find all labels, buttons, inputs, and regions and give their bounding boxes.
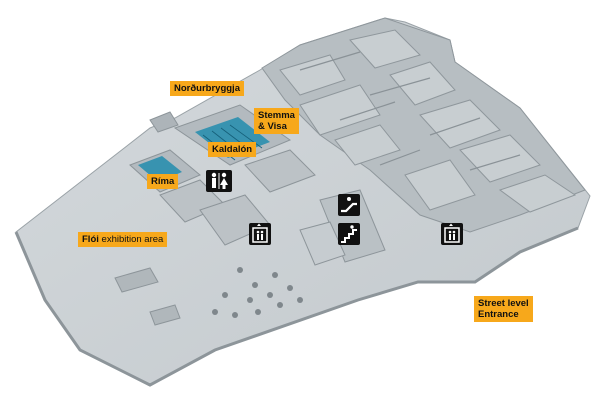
- label-kaldalon: Kaldalón: [208, 142, 257, 157]
- office-wing: [261, 17, 586, 233]
- foyer-tables: [212, 267, 303, 318]
- restroom-icon: [206, 170, 232, 192]
- label-street-line1: Street level: [478, 298, 529, 309]
- label-floi: Flói exhibition area: [78, 232, 168, 247]
- escalator-icon: [338, 194, 360, 216]
- label-stemma-line1: Stemma: [258, 110, 295, 121]
- label-stemma-line2: & Visa: [258, 121, 287, 132]
- label-kaldalon-text: Kaldalón: [212, 144, 253, 155]
- elevator-icon-right: [441, 223, 463, 245]
- label-street-entrance: Street level Entrance: [474, 296, 533, 322]
- label-rima-text: Ríma: [151, 176, 175, 187]
- label-floi-name: Flói: [82, 234, 99, 245]
- label-nordurbryggja-text: Norðurbryggja: [174, 83, 240, 94]
- label-nordurbryggja: Norðurbryggja: [170, 81, 244, 96]
- label-street-line2: Entrance: [478, 309, 519, 320]
- elevator-icon-left: [249, 223, 271, 245]
- label-floi-rest: exhibition area: [101, 234, 164, 245]
- label-stemma-visa: Stemma & Visa: [254, 108, 299, 134]
- stairs-icon: [338, 223, 360, 245]
- label-rima: Ríma: [147, 174, 179, 189]
